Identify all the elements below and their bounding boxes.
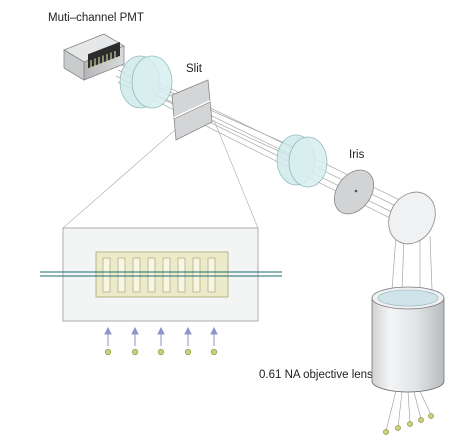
zoom-lines [62,119,259,229]
iris [334,169,374,215]
objective-lens [371,286,445,393]
pmt-label: Muti–channel PMT [48,12,144,24]
mirror [388,191,436,245]
focusing-lens-2 [276,134,328,188]
slit-label: Slit [186,63,203,75]
objective-lens-label: 0.61 NA objective lens [259,369,373,381]
iris-label: Iris [349,149,365,161]
sample-beads-objective [383,413,434,435]
emission-arrows [104,326,218,346]
sample-beads-inset [104,348,218,356]
excitation-foci-lines [385,390,432,432]
multi-channel-pmt [63,33,125,81]
focusing-lens-1 [119,55,173,109]
pmt-channels-inset [40,227,282,322]
slit [171,79,213,141]
